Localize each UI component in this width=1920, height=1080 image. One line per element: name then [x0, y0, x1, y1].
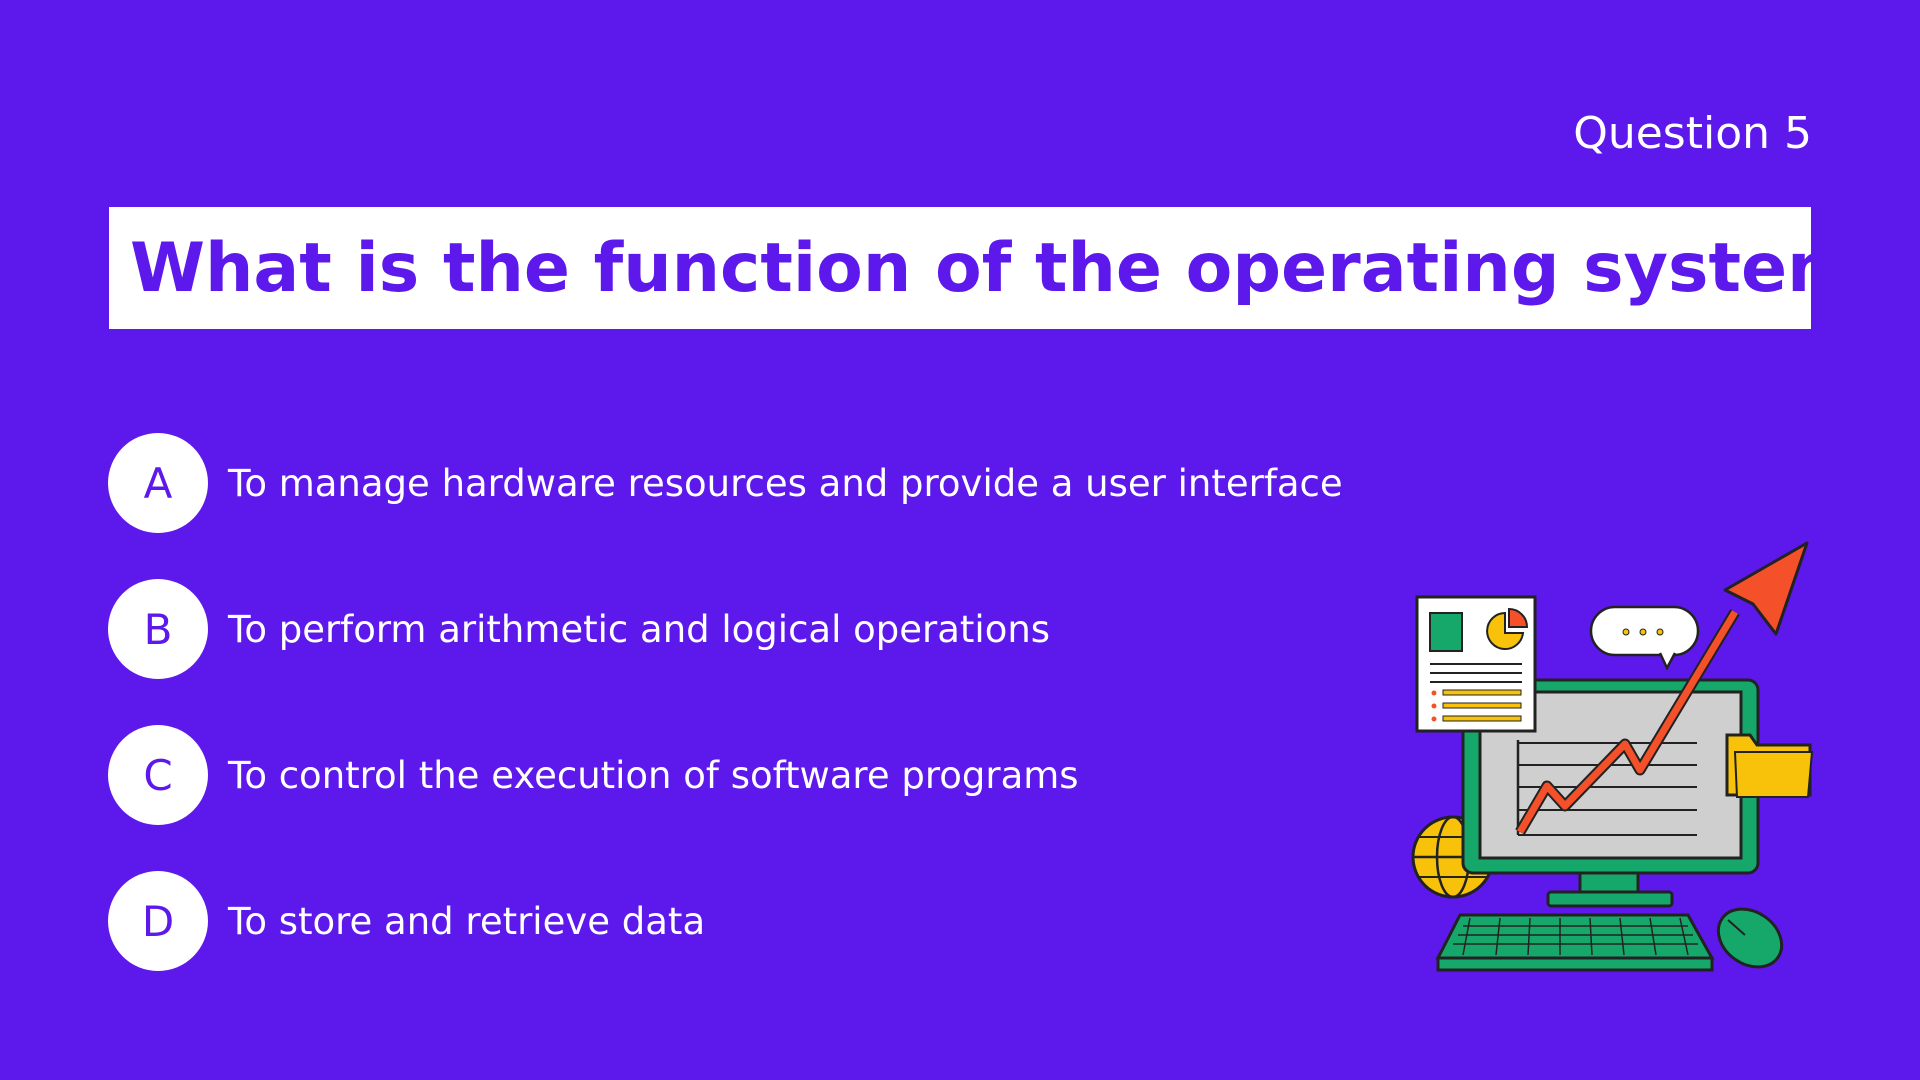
option-c[interactable]: C To control the execution of software p…: [108, 725, 1079, 825]
keyboard-icon: [1435, 913, 1715, 972]
option-c-letter: C: [108, 725, 208, 825]
option-d-text: To store and retrieve data: [228, 899, 706, 943]
computer-monitor-icon: [1461, 678, 1760, 908]
option-c-text: To control the execution of software pro…: [228, 753, 1079, 797]
option-d[interactable]: D To store and retrieve data: [108, 871, 705, 971]
question-title: What is the function of the operating sy…: [130, 228, 1898, 308]
question-number: Question 5: [1573, 108, 1812, 159]
option-b-text: To perform arithmetic and logical operat…: [228, 607, 1051, 651]
document-icon: [1415, 595, 1537, 733]
chat-bubble-icon: [1589, 605, 1700, 671]
option-d-letter: D: [108, 871, 208, 971]
computer-growth-illustration: [1411, 541, 1814, 972]
growth-arrow-icon: [1515, 541, 1809, 835]
folder-icon: [1725, 733, 1814, 798]
option-b[interactable]: B To perform arithmetic and logical oper…: [108, 579, 1050, 679]
mouse-icon: [1716, 907, 1784, 969]
option-a[interactable]: A To manage hardware resources and provi…: [108, 433, 1343, 533]
option-a-letter: A: [108, 433, 208, 533]
option-a-text: To manage hardware resources and provide…: [228, 461, 1343, 505]
question-title-box: What is the function of the operating sy…: [109, 207, 1897, 329]
option-b-letter: B: [108, 579, 208, 679]
